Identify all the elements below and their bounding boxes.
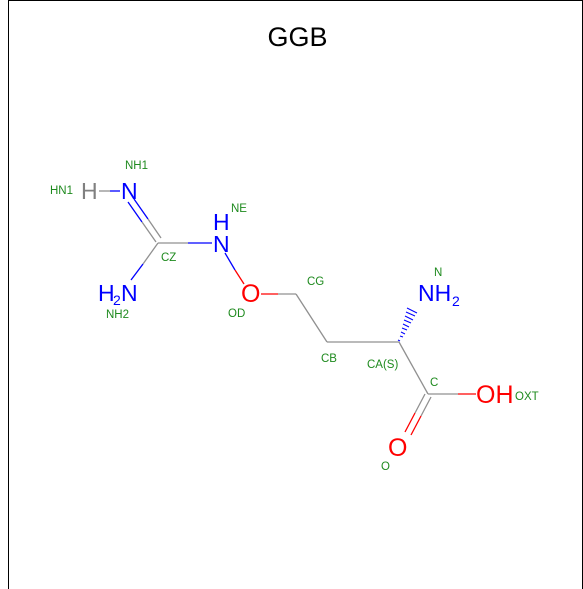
- bond-nh1-cz-c: [133, 198, 149, 220]
- label-od: OD: [228, 308, 245, 320]
- label-ne: NE: [231, 203, 247, 215]
- bond-nh1-cz-a: [127, 201, 143, 223]
- bond-cz-nh2: [142, 242, 159, 265]
- atom-nh2-subscript: 2: [113, 292, 121, 308]
- atom-ne-hydrogen: H: [213, 209, 230, 235]
- atom-hn1-hydrogen: H: [81, 178, 98, 204]
- bond-c-o-a-red: [404, 412, 416, 433]
- label-c: C: [430, 377, 438, 389]
- atom-nh1-nitrogen: N: [121, 178, 138, 204]
- bond-c-o-a: [414, 393, 426, 414]
- label-nh2: NH2: [106, 309, 129, 321]
- bond-ca-n-hashed-wedge: [397, 307, 418, 342]
- label-hn1: HN1: [50, 185, 73, 197]
- label-nh1: NH1: [125, 160, 148, 172]
- bond-nh1-cz-d: [147, 218, 162, 239]
- molecule-title: GGB: [267, 22, 328, 52]
- label-ca: CA(S): [367, 359, 398, 371]
- atom-nh2-hydrogen: H: [98, 280, 115, 306]
- label-o: O: [381, 461, 390, 473]
- atom-n-nitrogen: NH: [418, 280, 451, 306]
- label-oxt: OXT: [515, 391, 539, 403]
- bond-nh1-cz-b: [141, 221, 157, 243]
- bond-c-o-b-red: [410, 415, 422, 436]
- bond-cg-cb: [295, 293, 328, 343]
- bond-c-o-b: [420, 396, 432, 417]
- atom-ne-nitrogen: N: [213, 231, 230, 257]
- atom-o-oxygen: O: [388, 434, 407, 462]
- atom-n-subscript: 2: [452, 293, 460, 309]
- bond-cz-nh2-blue: [130, 263, 144, 281]
- atom-nh2-nitrogen: N: [121, 280, 138, 306]
- label-n: N: [434, 267, 442, 279]
- bond-ne-od-blue: [224, 252, 236, 271]
- label-cg: CG: [307, 276, 324, 288]
- bond-ca-c: [398, 341, 429, 395]
- atom-oxt-hydroxyl: OH: [476, 381, 514, 409]
- label-cz: CZ: [161, 252, 176, 264]
- atom-od-oxygen: O: [241, 280, 260, 308]
- label-cb: CB: [321, 353, 337, 365]
- bond-ne-od-red: [234, 269, 245, 285]
